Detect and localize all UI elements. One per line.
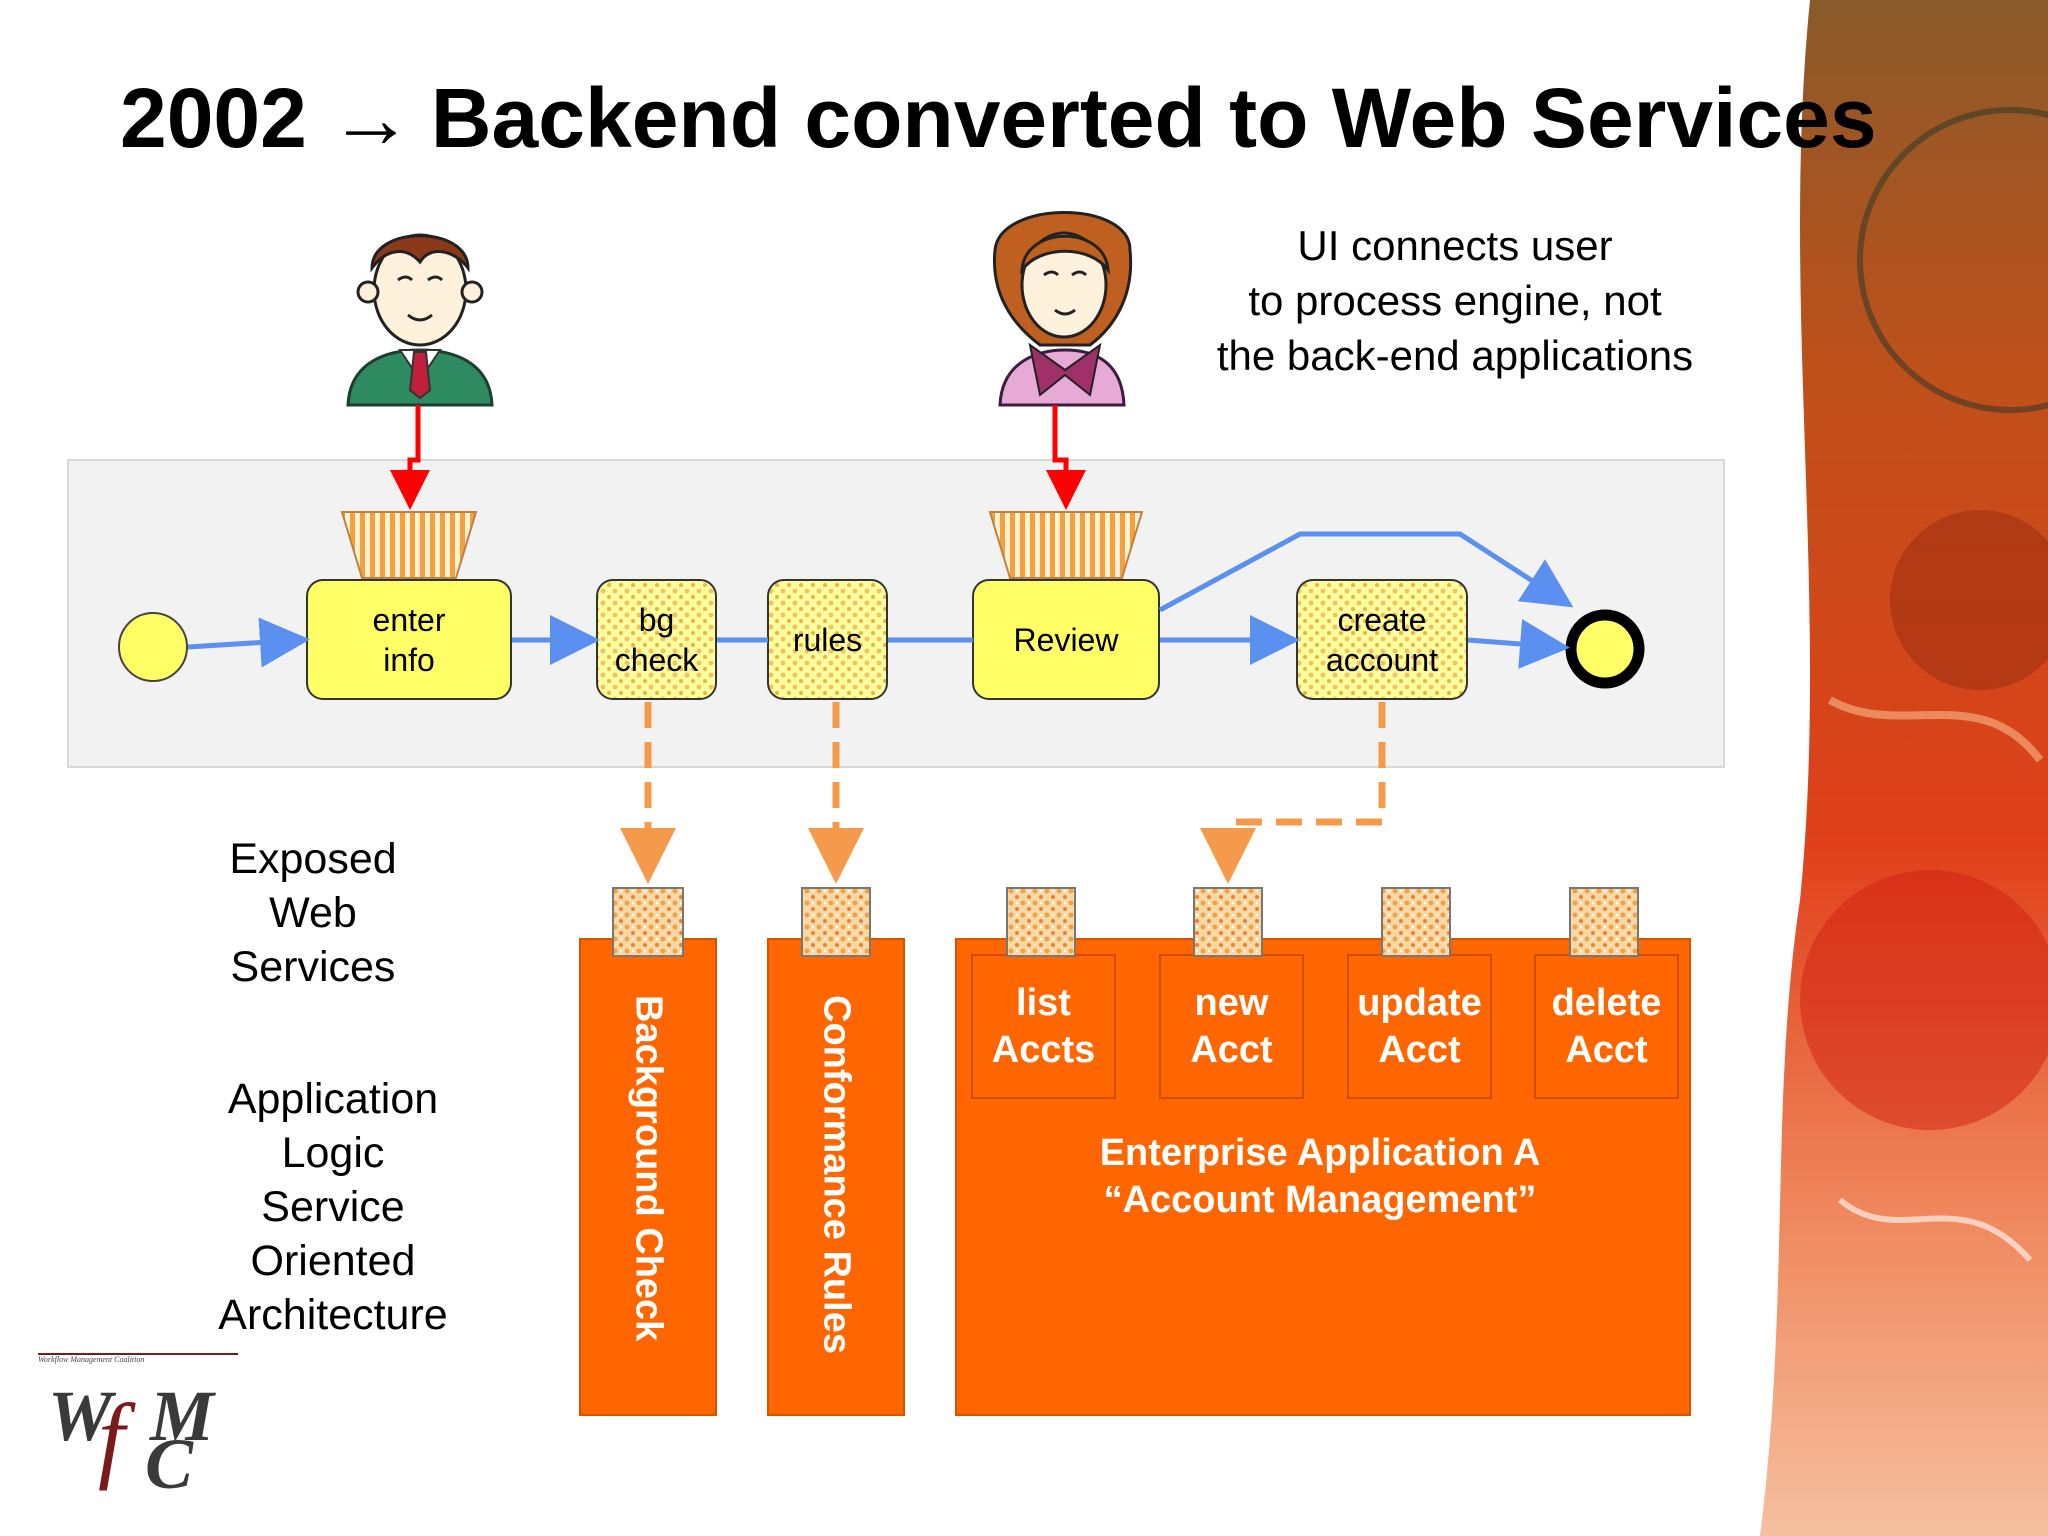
ui-hopper-enter-info bbox=[340, 511, 478, 579]
op-label-update-acct: update Acct bbox=[1348, 955, 1491, 1098]
end-event bbox=[1565, 609, 1645, 689]
label-line: Service bbox=[261, 1183, 405, 1231]
service-label-conformance-rules: Conformance Rules bbox=[815, 995, 858, 1354]
enterprise-title-line: Enterprise Application A bbox=[1099, 1132, 1541, 1174]
ws-port-list-accts bbox=[1006, 887, 1076, 957]
op-line: Acct bbox=[1565, 1028, 1648, 1071]
op-label-delete-acct: delete Acct bbox=[1535, 955, 1678, 1098]
flow-create-to-end bbox=[1467, 619, 1570, 669]
svg-text:C: C bbox=[145, 1424, 194, 1504]
slide-title: 2002→Backend converted to Web Services bbox=[120, 70, 1877, 167]
user-woman-icon bbox=[992, 211, 1133, 407]
title-year: 2002 bbox=[120, 71, 307, 165]
task-line: create bbox=[1337, 601, 1427, 638]
op-line: list bbox=[1016, 981, 1071, 1024]
enterprise-app-title: Enterprise Application A “Account Manage… bbox=[960, 1130, 1680, 1224]
task-line: bg bbox=[638, 601, 675, 638]
wfmc-logo-icon: W f M C bbox=[48, 1376, 217, 1504]
label-line: Logic bbox=[281, 1129, 385, 1177]
title-arrow-icon: → bbox=[328, 71, 413, 165]
task-label-rules: rules bbox=[768, 580, 887, 699]
ws-port-delete-acct bbox=[1569, 887, 1639, 957]
task-line: account bbox=[1325, 641, 1439, 678]
svg-text:W: W bbox=[48, 1376, 117, 1456]
ws-port-update-acct bbox=[1381, 887, 1451, 957]
label-line: Application bbox=[227, 1075, 439, 1123]
service-label-background-check: Background Check bbox=[627, 995, 670, 1342]
call-new-acct bbox=[1200, 702, 1386, 884]
svg-text:f: f bbox=[98, 1384, 136, 1491]
op-line: Acct bbox=[1378, 1028, 1461, 1071]
flow-review-bypass bbox=[1158, 531, 1574, 613]
task-line: check bbox=[614, 641, 699, 678]
ui-hopper-review bbox=[988, 511, 1144, 579]
op-line: Accts bbox=[991, 1028, 1096, 1071]
op-label-new-acct: new Acct bbox=[1160, 955, 1303, 1098]
ui-note: UI connects user to process engine, not … bbox=[1150, 218, 1760, 383]
note-line: to process engine, not bbox=[1248, 277, 1662, 324]
user-man-icon bbox=[346, 233, 494, 407]
enterprise-title-line: “Account Management” bbox=[1103, 1179, 1537, 1221]
title-text: Backend converted to Web Services bbox=[430, 71, 1877, 165]
op-line: delete bbox=[1551, 981, 1662, 1024]
task-label-review: Review bbox=[973, 580, 1159, 699]
start-event bbox=[118, 612, 188, 682]
label-line: Web bbox=[269, 889, 357, 937]
ws-port-new-acct bbox=[1193, 887, 1263, 957]
task-label-bg-check: bg check bbox=[597, 580, 716, 699]
flow-start-to-enter bbox=[187, 617, 310, 668]
service-conformance-rules bbox=[767, 938, 905, 1416]
op-line: new bbox=[1194, 981, 1269, 1024]
user-arrow-2 bbox=[1046, 405, 1086, 510]
note-line: UI connects user bbox=[1297, 222, 1613, 269]
label-application-logic: Application Logic Service Oriented Archi… bbox=[183, 1072, 483, 1342]
label-exposed-web-services: Exposed Web Services bbox=[183, 832, 443, 994]
task-label-create-account: create account bbox=[1297, 580, 1467, 699]
task-line: Review bbox=[1013, 621, 1119, 658]
task-line: enter bbox=[372, 601, 446, 638]
svg-text:M: M bbox=[149, 1376, 217, 1456]
service-background-check bbox=[579, 938, 717, 1416]
op-line: update bbox=[1357, 981, 1482, 1024]
op-label-list-accts: list Accts bbox=[972, 955, 1115, 1098]
label-line: Oriented bbox=[250, 1237, 416, 1285]
label-line: Exposed bbox=[229, 835, 397, 883]
ws-port-conformance-rules bbox=[801, 887, 871, 957]
op-line: Acct bbox=[1190, 1028, 1273, 1071]
user-arrow-1 bbox=[390, 405, 430, 510]
task-label-enter-info: enter info bbox=[307, 580, 511, 699]
note-line: the back-end applications bbox=[1216, 332, 1694, 379]
task-line: rules bbox=[792, 621, 863, 658]
logo-caption: Workflow Management Coalition bbox=[38, 1353, 238, 1364]
ws-port-background-check bbox=[612, 887, 684, 957]
label-line: Architecture bbox=[218, 1291, 448, 1339]
task-line: info bbox=[383, 641, 435, 678]
label-line: Services bbox=[230, 943, 396, 991]
enterprise-application-a bbox=[955, 938, 1691, 1416]
